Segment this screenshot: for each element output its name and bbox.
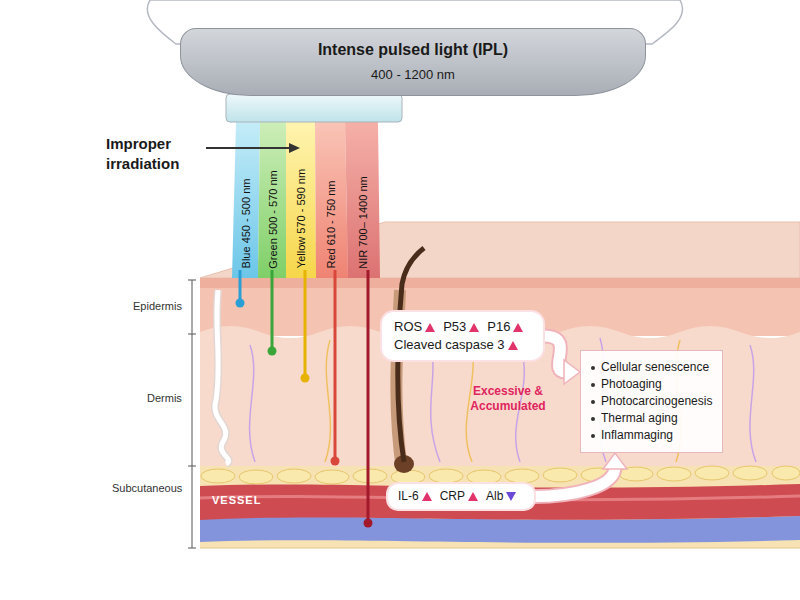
pointer-line: [206, 147, 290, 149]
penetration-lines: [236, 270, 373, 528]
subcutaneous-layer: [200, 466, 800, 548]
outcome-box: Cellular senescencePhotoagingPhotocarcin…: [580, 350, 723, 453]
up-arrow-icon: [468, 492, 478, 501]
bullet-dot: [591, 434, 595, 438]
device-lens: [226, 94, 402, 122]
up-arrow-icon: [513, 323, 523, 332]
arrow-outline: [534, 467, 615, 497]
outcome-text: Cellular senescence: [601, 360, 709, 374]
vessel: [200, 484, 800, 520]
outcome-text: Photoaging: [601, 377, 662, 391]
outcome-text: Photocarcinogenesis: [601, 394, 712, 408]
marker-name: Alb: [486, 489, 503, 503]
text-row: Cleaved caspase 3: [394, 336, 531, 354]
wavelength-label: Green 500 - 570 nm: [267, 170, 280, 268]
outcome-text: Inflammaging: [601, 428, 673, 442]
layer-bracket: [188, 280, 196, 548]
text-row: IL-6 CRP Alb: [398, 488, 524, 505]
down-arrow-icon: [506, 492, 516, 501]
list-item: Cellular senescence: [591, 359, 712, 376]
red-beam: [315, 122, 348, 278]
arrow-outline: [543, 336, 566, 372]
arrow-body: [534, 467, 615, 497]
dermis-layer: [200, 326, 800, 470]
list-item: Photoaging: [591, 376, 712, 393]
layer-label: Dermis: [147, 392, 182, 404]
sweat-gland: [215, 290, 229, 464]
fat-cells: [201, 466, 800, 484]
up-arrow-icon: [469, 323, 479, 332]
list-item: Photocarcinogenesis: [591, 393, 712, 410]
wavelength-label: Yellow 570 - 590 nm: [295, 169, 308, 268]
bullet-dot: [591, 366, 595, 370]
text-row: 400 - 1200 nm: [181, 65, 645, 85]
bullet-dot: [591, 417, 595, 421]
flow-arrow: [534, 453, 627, 497]
pointer-head: [289, 143, 300, 153]
up-arrow-icon: [425, 323, 435, 332]
layer-label: Epidermis: [133, 300, 182, 312]
arrow-body: [543, 336, 566, 372]
device-head: Intense pulsed light (IPL) 400 - 1200 nm: [180, 28, 646, 96]
bullet-dot: [591, 383, 595, 387]
stratum-corneum: [200, 278, 800, 288]
bullet-dot: [591, 400, 595, 404]
warning-label: Excessive & Accumulated: [466, 384, 550, 414]
device-name: Intense pulsed light (IPL): [318, 41, 508, 58]
marker-name: IL-6: [398, 489, 419, 503]
list-item: Inflammaging: [591, 427, 712, 444]
marker-name: P16: [487, 319, 510, 334]
wavelength-label: NIR 700– 1400 nm: [357, 176, 370, 268]
sweat-gland-outline: [215, 290, 229, 464]
list-item: Thermal aging: [591, 410, 712, 427]
nir-beam: [345, 122, 380, 278]
callout-label: Improper irradiation: [106, 134, 198, 174]
text-row: Intense pulsed light (IPL): [181, 39, 645, 61]
skin-bottom-edge: [200, 548, 800, 549]
serum-marker-cloud: IL-6 CRP Alb: [388, 484, 534, 509]
arrow-head: [603, 453, 627, 469]
flow-arrow: [543, 336, 580, 384]
arrow-head: [564, 360, 580, 384]
vessel-label: VESSEL: [212, 494, 261, 506]
up-arrow-icon: [422, 492, 432, 501]
blue-beam: [232, 122, 260, 278]
stress-marker-cloud: ROS P53 P16Cleaved caspase 3: [382, 312, 543, 360]
marker-name: ROS: [394, 319, 422, 334]
yellow-beam: [286, 122, 316, 278]
vein: [200, 516, 800, 543]
marker-name: CRP: [440, 489, 465, 503]
marker-name: Cleaved caspase 3: [394, 337, 505, 352]
wavelength-range: 400 - 1200 nm: [371, 67, 455, 82]
layer-label: Subcutaneous: [112, 482, 182, 494]
marker-name: P53: [443, 319, 466, 334]
green-beam: [258, 122, 286, 278]
wavelength-label: Red 610 - 750 nm: [325, 180, 338, 268]
up-arrow-icon: [508, 341, 518, 350]
outcome-text: Thermal aging: [601, 411, 678, 425]
wavelength-label: Blue 450 - 500 nm: [240, 178, 253, 268]
text-row: ROS P53 P16: [394, 318, 531, 336]
